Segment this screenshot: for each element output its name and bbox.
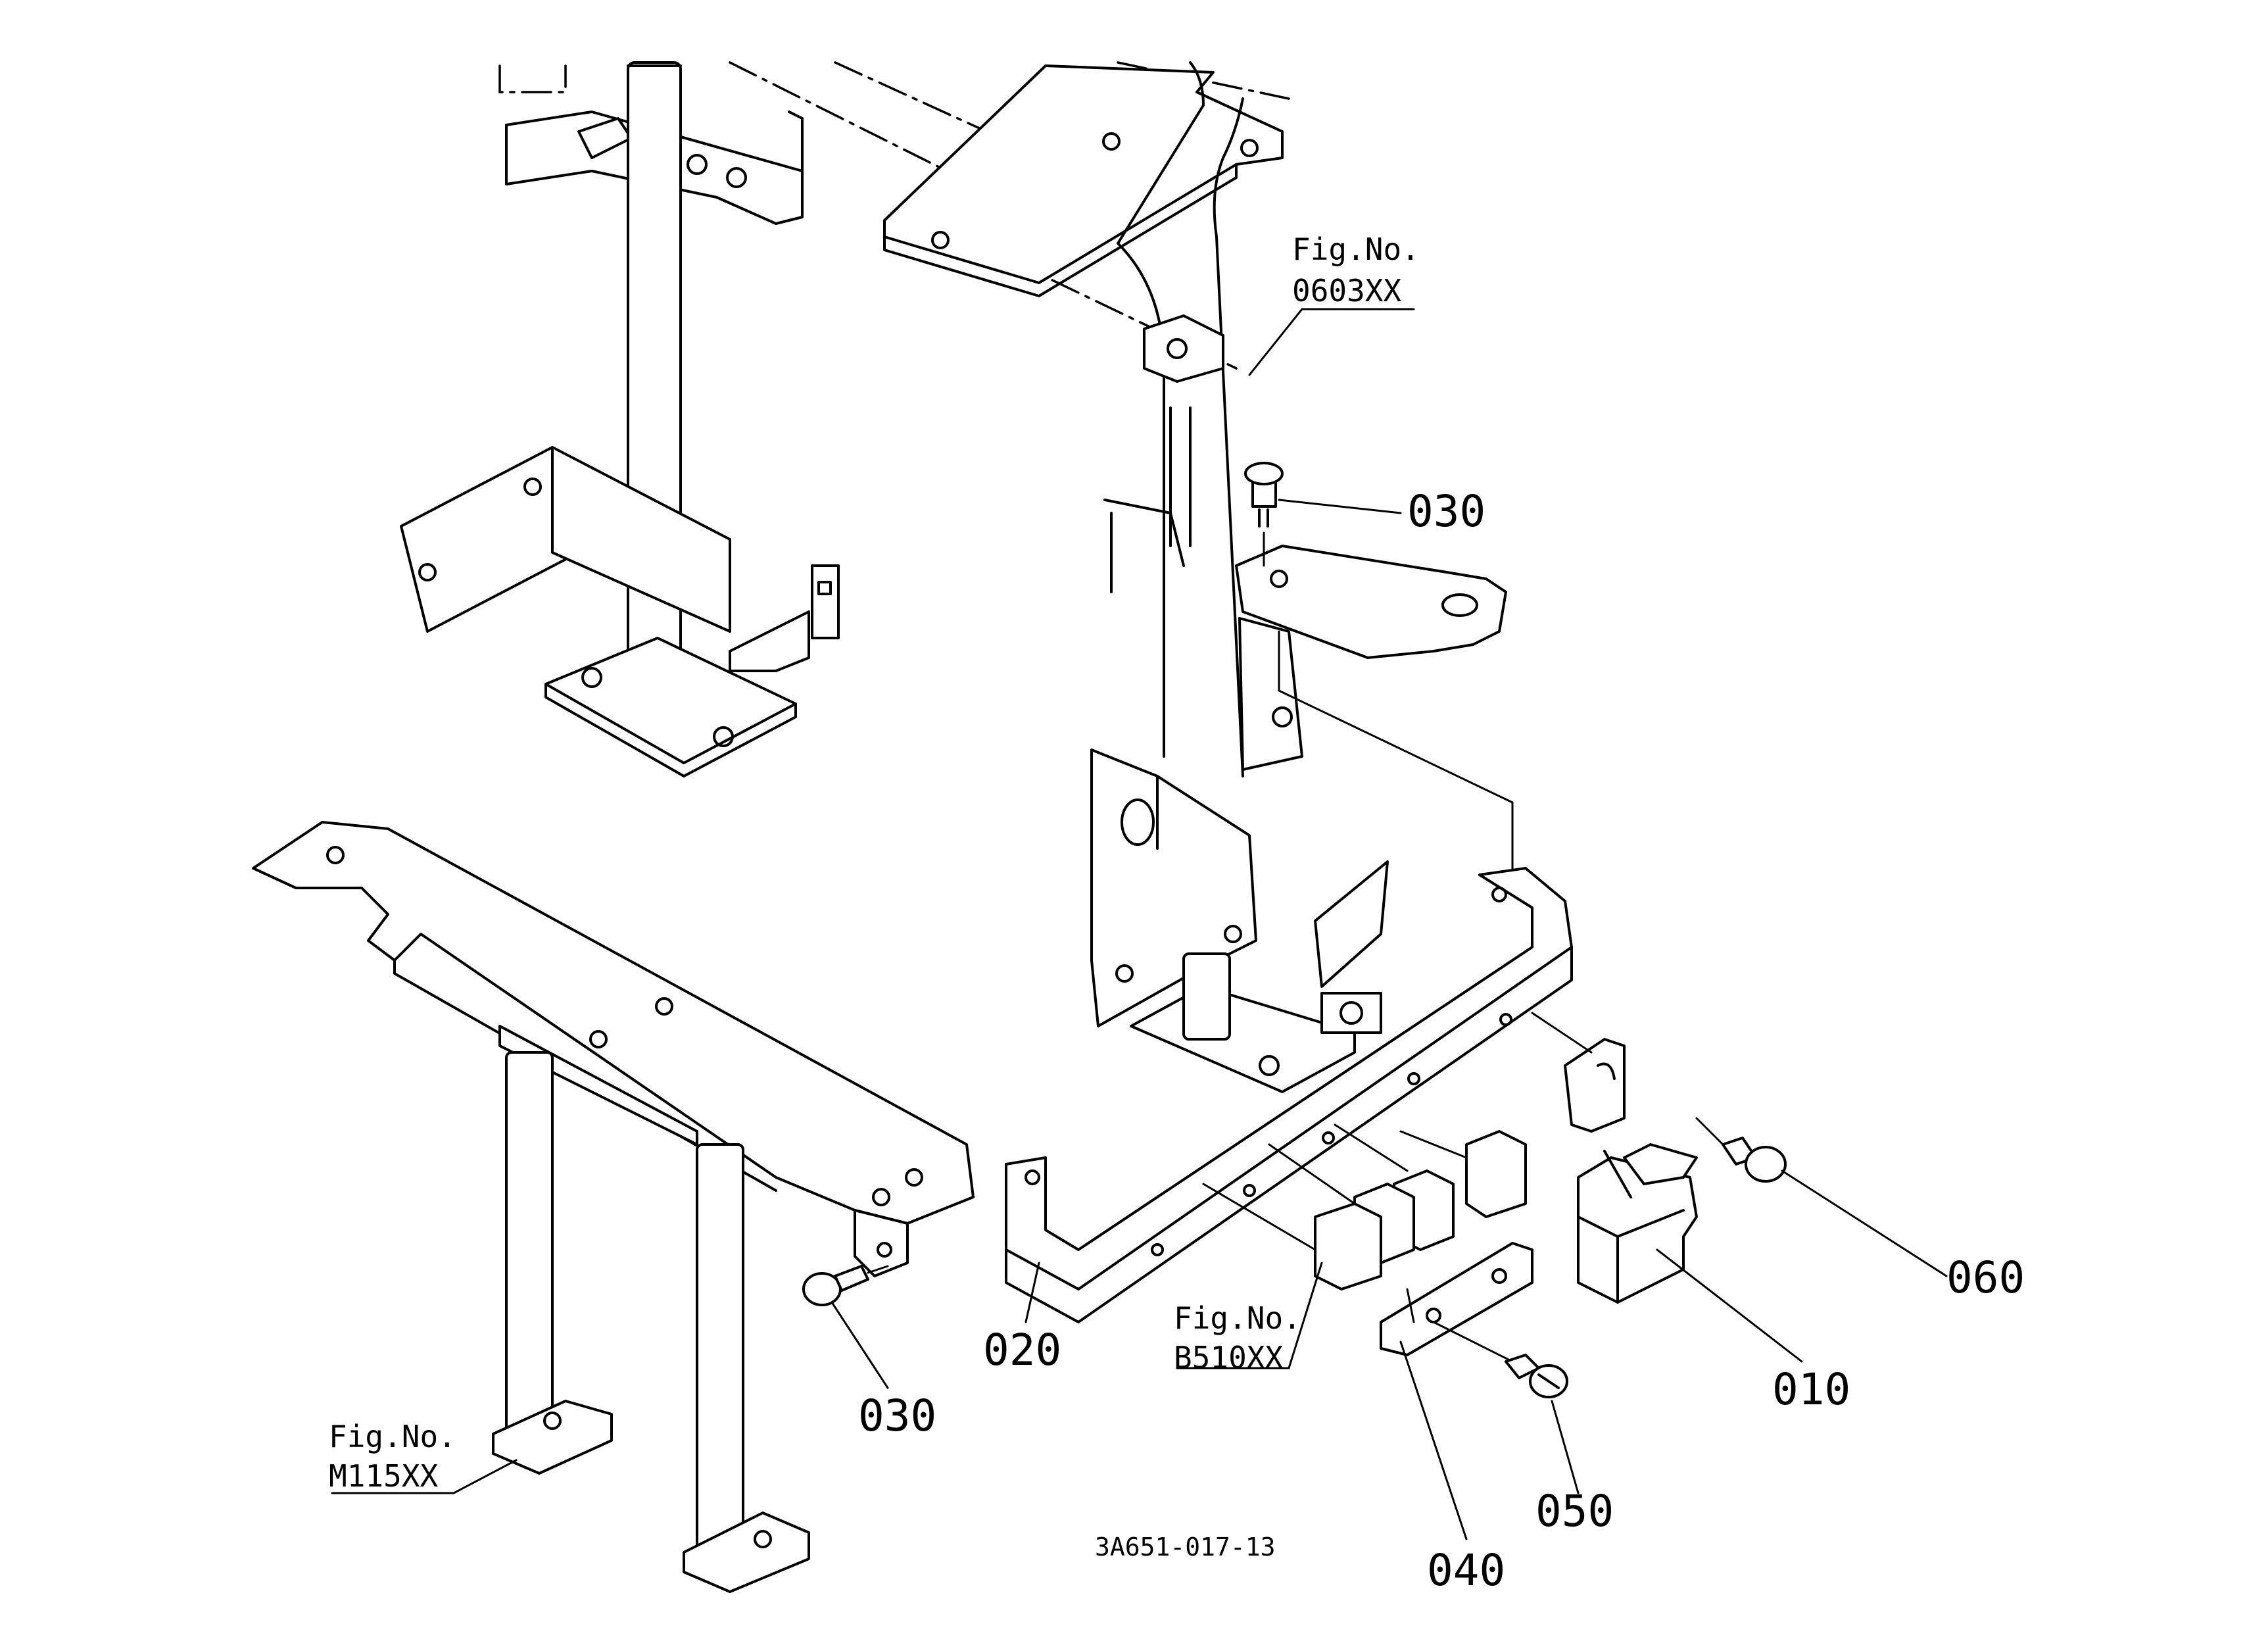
left-plate-and-legs xyxy=(252,821,975,1593)
callout-020: 020 xyxy=(983,1325,1061,1375)
callout-040: 040 xyxy=(1427,1545,1505,1596)
callout-030-upper: 030 xyxy=(1407,486,1485,537)
fig-ref-b510xx-number: B510XX xyxy=(1174,1340,1283,1375)
callout-060: 060 xyxy=(1946,1252,2025,1303)
bent-pipe-column xyxy=(1103,61,1244,777)
upper-right-plate xyxy=(883,64,1284,297)
right-upper-bracket xyxy=(1235,545,1514,883)
center-column-bracket xyxy=(1090,749,1389,1093)
part-020-bracket xyxy=(1005,867,1573,1323)
part-010-relay xyxy=(1531,1012,1698,1304)
upper-left-column-assembly xyxy=(400,61,840,777)
part-040-plate xyxy=(1380,1242,1533,1369)
part-050-screw xyxy=(1505,1354,1568,1398)
callout-030-lower: 030 xyxy=(858,1390,936,1441)
callouts: 030 030 020 010 060 040 050 xyxy=(858,486,2025,1596)
callout-010: 010 xyxy=(1772,1364,1850,1415)
fig-ref-m115xx-label: Fig.No. xyxy=(329,1419,456,1454)
fuse-holders xyxy=(1202,1123,1527,1291)
part-030-bolt-lower xyxy=(802,1265,889,1306)
fig-ref-0603xx-number: 0603XX xyxy=(1292,273,1401,308)
fig-ref-m115xx-number: M115XX xyxy=(329,1458,438,1494)
callout-050: 050 xyxy=(1535,1486,1614,1536)
fig-ref-b510xx-label: Fig.No. xyxy=(1174,1300,1301,1336)
part-030-bolt-upper xyxy=(1244,462,1284,567)
leader-lines xyxy=(331,308,1948,1540)
part-060-bolt xyxy=(1695,1117,1787,1183)
fig-ref-0603xx-label: Fig.No. xyxy=(1292,232,1420,267)
drawing-code: 3A651-017-13 xyxy=(1095,1533,1276,1561)
fig-refs: Fig.No. 0603XX Fig.No. B510XX Fig.No. M1… xyxy=(329,232,1420,1494)
